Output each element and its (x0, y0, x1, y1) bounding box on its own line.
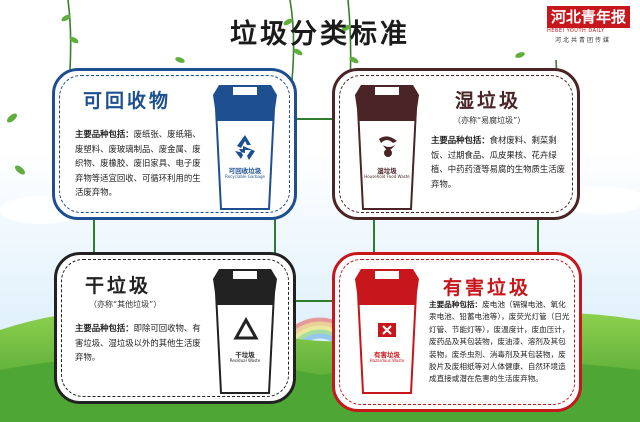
recyclable-bin-label: 可回收垃圾 (228, 167, 262, 175)
desc-label: 主要品种包括： (75, 129, 134, 139)
logo-english: HEBEI YOUTH DAILY (547, 28, 605, 34)
wet-waste-card: 湿垃圾 Household Food Waste 湿垃圾 （亦称“易腐垃圾”） … (332, 68, 580, 220)
dry-bin-sub: Residual Waste (229, 358, 261, 363)
wet-description: 主要品种包括：食材废料、剩菜剩饭、过期食品、瓜皮果核、花卉绿植、中药药渣等易腐的… (431, 133, 565, 191)
connector-line (290, 118, 340, 120)
desc-text: 食材废料、剩菜剩饭、过期食品、瓜皮果核、花卉绿植、中药药渣等易腐的生物质生活废弃… (431, 135, 565, 189)
hazardous-icon (378, 323, 396, 337)
wet-alias: （亦称“易腐垃圾”） (453, 116, 526, 125)
hazardous-bin (355, 269, 419, 394)
recyclable-bin (213, 85, 277, 210)
connector-line (373, 210, 375, 270)
hazardous-bin-sub: Hazardous Waste (369, 358, 405, 363)
dry-alias: （亦称“其他垃圾”） (89, 300, 162, 309)
wet-bin-sub: Household Food Waste (364, 174, 410, 179)
recyclable-description: 主要品种包括：废纸张、废纸箱、废塑料、废玻璃制品、废金属、废织物、废橡胶、废旧家… (75, 127, 203, 200)
recycle-icon (235, 135, 255, 160)
connector-line (274, 210, 276, 270)
wet-heading: 湿垃圾 (455, 90, 522, 112)
dry-heading: 干垃圾 (85, 275, 152, 297)
logo-tagline: 河北共青团传媒 (555, 37, 612, 44)
hazardous-card: 有害垃圾 Hazardous Waste 有害垃圾 主要品种包括：废电池（镉镍电… (332, 252, 582, 412)
desc-text: 废纸张、废纸箱、废塑料、废玻璃制品、废金属、废织物、废橡胶、废旧家具、电子废弃物… (75, 129, 201, 197)
dry-bin-label: 干垃圾 (235, 351, 255, 359)
wet-waste-bin (355, 85, 419, 210)
desc-label: 主要品种包括： (429, 300, 483, 309)
food-waste-icon (379, 136, 397, 157)
hazardous-description: 主要品种包括：废电池（镉镍电池、氧化汞电池、铅蓄电池等），废荧光灯管（日光灯管、… (429, 299, 571, 386)
dry-waste-card: 干垃圾 （亦称“其他垃圾”） 主要品种包括：即除可回收物、有害垃圾、湿垃圾以外的… (54, 252, 296, 404)
desc-label: 主要品种包括： (75, 323, 134, 333)
connector-line (537, 210, 539, 270)
hazardous-heading: 有害垃圾 (443, 277, 532, 299)
hazardous-bin-label: 有害垃圾 (374, 351, 400, 359)
triangle-arrows-icon (233, 317, 259, 340)
recyclable-heading: 可回收物 (83, 90, 172, 112)
page-title: 垃圾分类标准 (230, 19, 410, 50)
desc-text: 废电池（镉镍电池、氧化汞电池、铅蓄电池等），废荧光灯管（日光灯管、节能灯等），废… (429, 300, 570, 384)
dry-description: 主要品种包括：即除可回收物、有害垃圾、湿垃圾以外的其他生活废弃物。 (75, 321, 205, 365)
logo-name: 河北青年报 (547, 6, 631, 28)
desc-label: 主要品种包括： (431, 135, 490, 145)
dry-waste-bin (213, 269, 277, 394)
recyclable-bin-sub: Recyclable Garbage (225, 174, 265, 179)
desc-text: 即除可回收物、有害垃圾、湿垃圾以外的其他生活废弃物。 (75, 323, 201, 362)
wet-bin-label: 湿垃圾 (377, 167, 397, 175)
newspaper-logo: 河北青年报 HEBEI YOUTH DAILY 河北共青团传媒 (547, 6, 637, 44)
connector-line (93, 210, 95, 270)
recyclable-card: 可回收物 主要品种包括：废纸张、废纸箱、废塑料、废玻璃制品、废金属、废织物、废橡… (52, 68, 297, 220)
connector-line (290, 300, 340, 302)
